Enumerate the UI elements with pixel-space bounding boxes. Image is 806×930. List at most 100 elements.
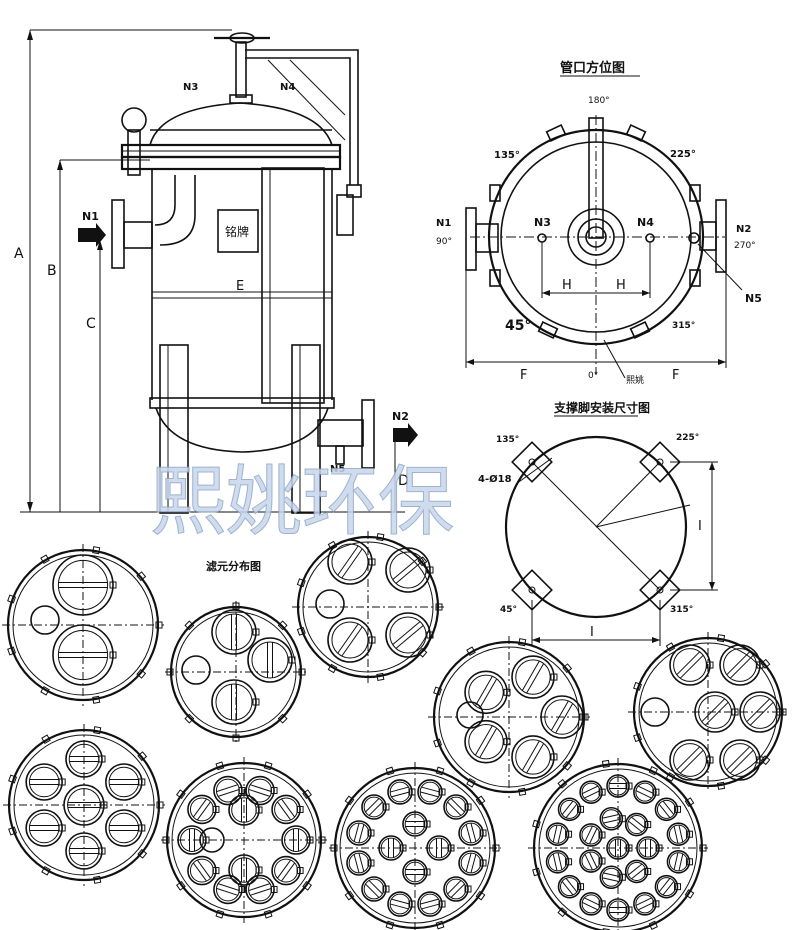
nozzle-n5-label: N5 bbox=[330, 464, 345, 475]
watermark: 熙姚环保 bbox=[150, 457, 454, 546]
orient-n3-label: N3 bbox=[534, 216, 551, 229]
filter-element bbox=[385, 612, 434, 658]
filter-element bbox=[545, 849, 573, 874]
angle-90-label: 90° bbox=[436, 237, 452, 247]
dim-d-label: D bbox=[398, 473, 409, 489]
filter-layout-diagram bbox=[3, 724, 165, 886]
filter-layouts: 滤元分布图 bbox=[2, 531, 788, 930]
filter-element bbox=[545, 822, 573, 847]
filter-element bbox=[385, 547, 434, 593]
filter-element bbox=[361, 876, 390, 902]
filter-element bbox=[281, 825, 314, 855]
angle-45-label: 45° bbox=[505, 318, 531, 334]
filter-element bbox=[606, 836, 633, 860]
support-dim-i-side: I bbox=[698, 519, 702, 534]
filter-element bbox=[511, 735, 558, 779]
filter-element bbox=[633, 892, 660, 916]
orientation-title: 管口方位图 bbox=[560, 60, 625, 76]
filter-element bbox=[25, 763, 66, 801]
filter-element bbox=[654, 874, 681, 899]
filter-element bbox=[213, 874, 246, 905]
filter-layout-title: 滤元分布图 bbox=[206, 559, 261, 573]
filter-layout-diagram bbox=[161, 757, 327, 923]
filter-element bbox=[636, 836, 663, 860]
orient-n2-label: N2 bbox=[736, 224, 751, 235]
filter-element bbox=[666, 849, 693, 874]
filter-element bbox=[378, 835, 407, 861]
angle-315-label: 315° bbox=[672, 321, 695, 331]
filter-element bbox=[177, 825, 210, 855]
filter-element bbox=[63, 784, 108, 826]
angle-0-label: 0° bbox=[588, 371, 598, 381]
filter-element bbox=[606, 774, 633, 798]
filter-layout-diagram bbox=[428, 636, 590, 798]
filter-element bbox=[402, 811, 431, 837]
dim-b-label: B bbox=[47, 263, 57, 279]
filter-element bbox=[599, 806, 626, 831]
filter-element bbox=[579, 780, 606, 804]
angle-270-label: 270° bbox=[734, 241, 756, 251]
dim-a-label: A bbox=[14, 246, 24, 262]
filter-element bbox=[65, 740, 106, 778]
support-angle-135: 135° bbox=[496, 435, 519, 445]
filter-element bbox=[245, 775, 278, 806]
orient-n1-label: N1 bbox=[436, 218, 451, 229]
filter-element bbox=[105, 763, 146, 801]
filter-element bbox=[213, 775, 246, 806]
filter-element bbox=[464, 670, 511, 715]
filter-element bbox=[666, 822, 693, 847]
dim-f-right-label: F bbox=[672, 368, 679, 383]
filter-element bbox=[633, 780, 660, 804]
filter-layout-diagram bbox=[165, 601, 307, 743]
filter-element bbox=[739, 691, 784, 733]
filter-element bbox=[25, 809, 66, 847]
orient-n4-label: N4 bbox=[637, 216, 654, 229]
filter-layout-diagram bbox=[292, 531, 444, 683]
nozzle-n1-label: N1 bbox=[82, 210, 99, 223]
filter-element bbox=[579, 892, 606, 916]
filter-layout-diagram bbox=[528, 758, 708, 930]
filter-element bbox=[52, 554, 117, 616]
filter-element bbox=[187, 855, 220, 886]
dim-h-right-label: H bbox=[616, 278, 626, 293]
nozzle-n4-label: N4 bbox=[280, 82, 295, 93]
support-leg-view: 支撑脚安装尺寸图 4-Ø18 135° 225° 45° 315° I I bbox=[478, 400, 718, 646]
support-angle-45: 45° bbox=[500, 605, 517, 615]
filter-element bbox=[579, 823, 606, 847]
filter-element bbox=[694, 691, 739, 733]
filter-element bbox=[211, 609, 260, 655]
filter-element bbox=[387, 779, 416, 805]
filter-element bbox=[387, 891, 416, 917]
angle-225-label: 225° bbox=[670, 149, 696, 160]
filter-layout-diagram bbox=[628, 632, 788, 792]
filter-element bbox=[540, 695, 587, 739]
filter-element bbox=[458, 820, 487, 846]
filter-layout-diagram bbox=[2, 544, 164, 706]
support-angle-225: 225° bbox=[676, 433, 699, 443]
filter-element bbox=[211, 679, 260, 725]
filter-element bbox=[443, 876, 472, 902]
filter-element bbox=[346, 850, 375, 876]
support-dim-i-bottom: I bbox=[590, 625, 594, 640]
nozzle-orientation-view: 管口方位图 bbox=[436, 60, 762, 386]
filter-element bbox=[271, 855, 304, 886]
filter-element bbox=[464, 719, 511, 764]
filter-element bbox=[719, 739, 764, 781]
angle-180-label: 180° bbox=[588, 96, 610, 106]
filter-element bbox=[426, 835, 455, 861]
filter-element bbox=[557, 874, 585, 899]
filter-element bbox=[654, 797, 681, 822]
elevation-view: A B C D E 铭牌 N1 N2 N3 N4 N5 bbox=[14, 29, 418, 514]
nozzle-n3-label: N3 bbox=[183, 82, 198, 93]
angle-135-label: 135° bbox=[494, 150, 520, 161]
dim-f-left-label: F bbox=[520, 368, 527, 383]
filter-element bbox=[105, 809, 146, 847]
filter-element bbox=[327, 539, 376, 585]
filter-element bbox=[719, 644, 764, 686]
support-hole-spec: 4-Ø18 bbox=[478, 473, 512, 485]
filter-element bbox=[511, 655, 558, 699]
filter-element bbox=[346, 820, 375, 846]
orient-n5-label: N5 bbox=[745, 292, 762, 305]
filter-element bbox=[247, 637, 296, 683]
